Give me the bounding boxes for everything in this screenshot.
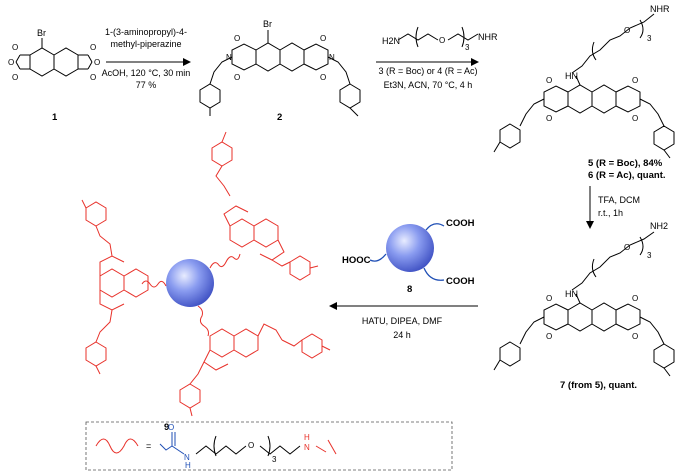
equals-sign: = <box>146 441 151 451</box>
compound-5-6-structure <box>493 13 675 159</box>
oxygen-label: O <box>632 76 638 85</box>
nhr-label: NHR <box>478 32 498 42</box>
linker-legend: = <box>85 421 453 471</box>
step2-reagents: 3 (R = Boc) or 4 (R = Ac) <box>378 66 477 76</box>
oxygen-label: O <box>168 423 174 432</box>
step4-reagents: HATU, DIPEA, DMF <box>362 316 443 326</box>
step1-reagent-line2: methyl-piperazine <box>110 39 181 49</box>
repeat-index: 3 <box>647 251 652 260</box>
hn-label: HN <box>565 289 578 299</box>
oxygen-label: O <box>546 114 552 123</box>
step1-yield: 77 % <box>136 80 157 90</box>
step1-conditions: AcOH, 120 °C, 30 min <box>102 68 191 78</box>
oxygen-label: O <box>90 43 96 52</box>
oxygen-label: O <box>546 294 552 303</box>
compound-9-label: 9 <box>164 422 169 433</box>
repeat-index: 3 <box>272 455 277 464</box>
compound-2-label: 2 <box>277 112 282 123</box>
hydrogen-label: H <box>304 433 310 442</box>
hn-label: HN <box>565 71 578 81</box>
oxygen-label: O <box>234 34 240 43</box>
oxygen-label: O <box>234 73 240 82</box>
compound-8-label: 8 <box>407 284 412 295</box>
nhr-label: NHR <box>650 4 670 14</box>
oxygen-label: O <box>320 73 326 82</box>
amine-h2n-label: H2N <box>382 36 400 46</box>
oxygen-label: O <box>320 34 326 43</box>
nitrogen-label: N <box>304 443 310 452</box>
step3-conditions: r.t., 1h <box>598 208 623 218</box>
oxygen-label: O <box>632 114 638 123</box>
nitrogen-label: N <box>226 53 232 62</box>
compound-1-label: 1 <box>52 112 58 123</box>
repeat-index: 3 <box>465 43 470 52</box>
compound-2-structure <box>199 30 361 117</box>
step4-conditions: 24 h <box>393 330 411 340</box>
hydrogen-label: H <box>185 461 191 470</box>
hooc-label: HOOC <box>342 255 371 266</box>
bromine-label: Br <box>37 28 46 38</box>
nitrogen-label: N <box>329 53 335 62</box>
oxygen-label: O <box>632 332 638 341</box>
amine-reagent-structure <box>397 26 479 48</box>
compound-8-sphere <box>369 223 445 281</box>
cooh-label: COOH <box>446 276 475 287</box>
nitrogen-label: N <box>184 453 190 462</box>
compound-7-structure <box>493 231 675 377</box>
oxygen-label: O <box>546 332 552 341</box>
repeat-index: 3 <box>647 34 652 43</box>
nh2-label: NH2 <box>650 221 668 231</box>
oxygen-label: O <box>12 73 18 82</box>
oxygen-label: O <box>546 76 552 85</box>
oxygen-label: O <box>12 43 18 52</box>
oxygen-label: O <box>90 73 96 82</box>
compound-7-label: 7 (from 5), quant. <box>560 380 637 391</box>
oxygen-label: O <box>8 58 14 67</box>
compound-9-structure <box>81 131 331 417</box>
step1-reagent-line1: 1-(3-aminopropyl)-4- <box>105 27 187 37</box>
cooh-label: COOH <box>446 218 475 229</box>
step2-conditions: Et3N, ACN, 70 °C, 4 h <box>384 80 473 90</box>
step3-reagents: TFA, DCM <box>598 195 640 205</box>
oxygen-label: O <box>248 441 254 450</box>
oxygen-label: O <box>439 36 445 45</box>
compound-5-label: 5 (R = Boc), 84% <box>588 158 663 169</box>
oxygen-label: O <box>624 26 630 35</box>
compound-1-structure <box>15 38 93 77</box>
oxygen-label: O <box>632 294 638 303</box>
bromine-label: Br <box>263 19 272 29</box>
oxygen-label: O <box>94 58 100 67</box>
compound-6-label: 6 (R = Ac), quant. <box>588 170 666 181</box>
oxygen-label: O <box>624 243 630 252</box>
